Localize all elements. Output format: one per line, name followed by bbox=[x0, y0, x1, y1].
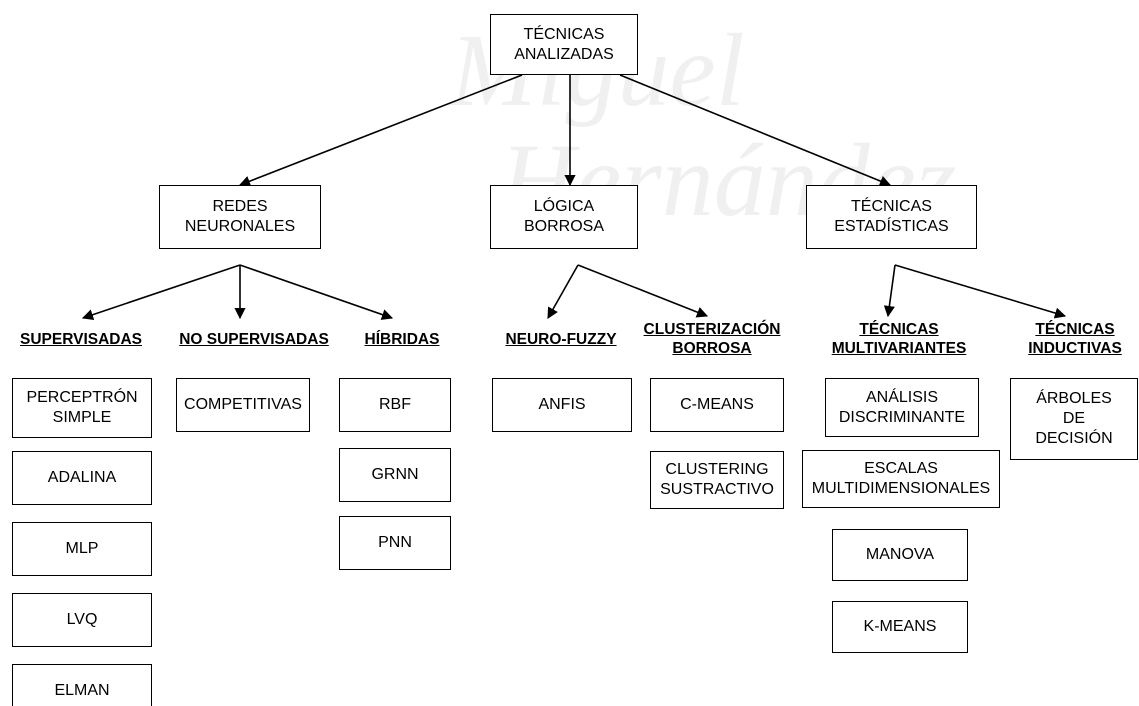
leaf-adalina: ADALINA bbox=[12, 451, 152, 505]
category-hibridas: HÍBRIDAS bbox=[364, 331, 440, 348]
leaf-perceptron-simple: PERCEPTRÓN SIMPLE bbox=[12, 378, 152, 438]
edge-logica-neurofuzzy bbox=[547, 264, 579, 319]
leaf-mlp: MLP bbox=[12, 522, 152, 576]
category-neuro-fuzzy: NEURO-FUZZY bbox=[505, 331, 617, 348]
category-clusterizacion-borrosa: CLUSTERIZACIÓN BORROSA bbox=[643, 321, 781, 357]
edge-root-estadisticas bbox=[619, 74, 892, 187]
branch-redes-neuronales: REDES NEURONALES bbox=[159, 185, 321, 249]
category-supervisadas: SUPERVISADAS bbox=[19, 331, 143, 348]
leaf-rbf: RBF bbox=[339, 378, 451, 432]
category-no-supervisadas: NO SUPERVISADAS bbox=[179, 331, 329, 348]
leaf-k-means: K-MEANS bbox=[832, 601, 968, 653]
leaf-escalas-multidimensionales: ESCALAS MULTIDIMENSIONALES bbox=[802, 450, 1000, 508]
edge-estadisticas-multivariantes bbox=[883, 264, 896, 318]
leaf-pnn: PNN bbox=[339, 516, 451, 570]
branch-tecnicas-estadisticas: TÉCNICAS ESTADÍSTICAS bbox=[806, 185, 977, 249]
leaf-anfis: ANFIS bbox=[492, 378, 632, 432]
edge-root-redes bbox=[238, 74, 523, 187]
leaf-clustering-sustractivo: CLUSTERING SUSTRACTIVO bbox=[650, 451, 784, 509]
leaf-arboles-de-decision: ÁRBOLES DE DECISIÓN bbox=[1010, 378, 1138, 460]
leaf-manova: MANOVA bbox=[832, 529, 968, 581]
edge-redes-supervisadas bbox=[81, 264, 241, 321]
leaf-analisis-discriminante: ANÁLISIS DISCRIMINANTE bbox=[825, 378, 979, 437]
leaf-grnn: GRNN bbox=[339, 448, 451, 502]
branch-logica-borrosa: LÓGICA BORROSA bbox=[490, 185, 638, 249]
leaf-lvq: LVQ bbox=[12, 593, 152, 647]
edge-logica-clusterizacion bbox=[577, 264, 709, 318]
root-node: TÉCNICAS ANALIZADAS bbox=[490, 14, 638, 75]
category-tecnicas-multivariantes: TÉCNICAS MULTIVARIANTES bbox=[831, 321, 967, 357]
leaf-c-means: C-MEANS bbox=[650, 378, 784, 432]
leaf-competitivas: COMPETITIVAS bbox=[176, 378, 310, 432]
edge-redes-hibridas bbox=[239, 264, 394, 320]
category-tecnicas-inductivas: TÉCNICAS INDUCTIVAS bbox=[1028, 321, 1122, 357]
edge-estadisticas-inductivas bbox=[894, 264, 1067, 319]
leaf-elman: ELMAN bbox=[12, 664, 152, 706]
